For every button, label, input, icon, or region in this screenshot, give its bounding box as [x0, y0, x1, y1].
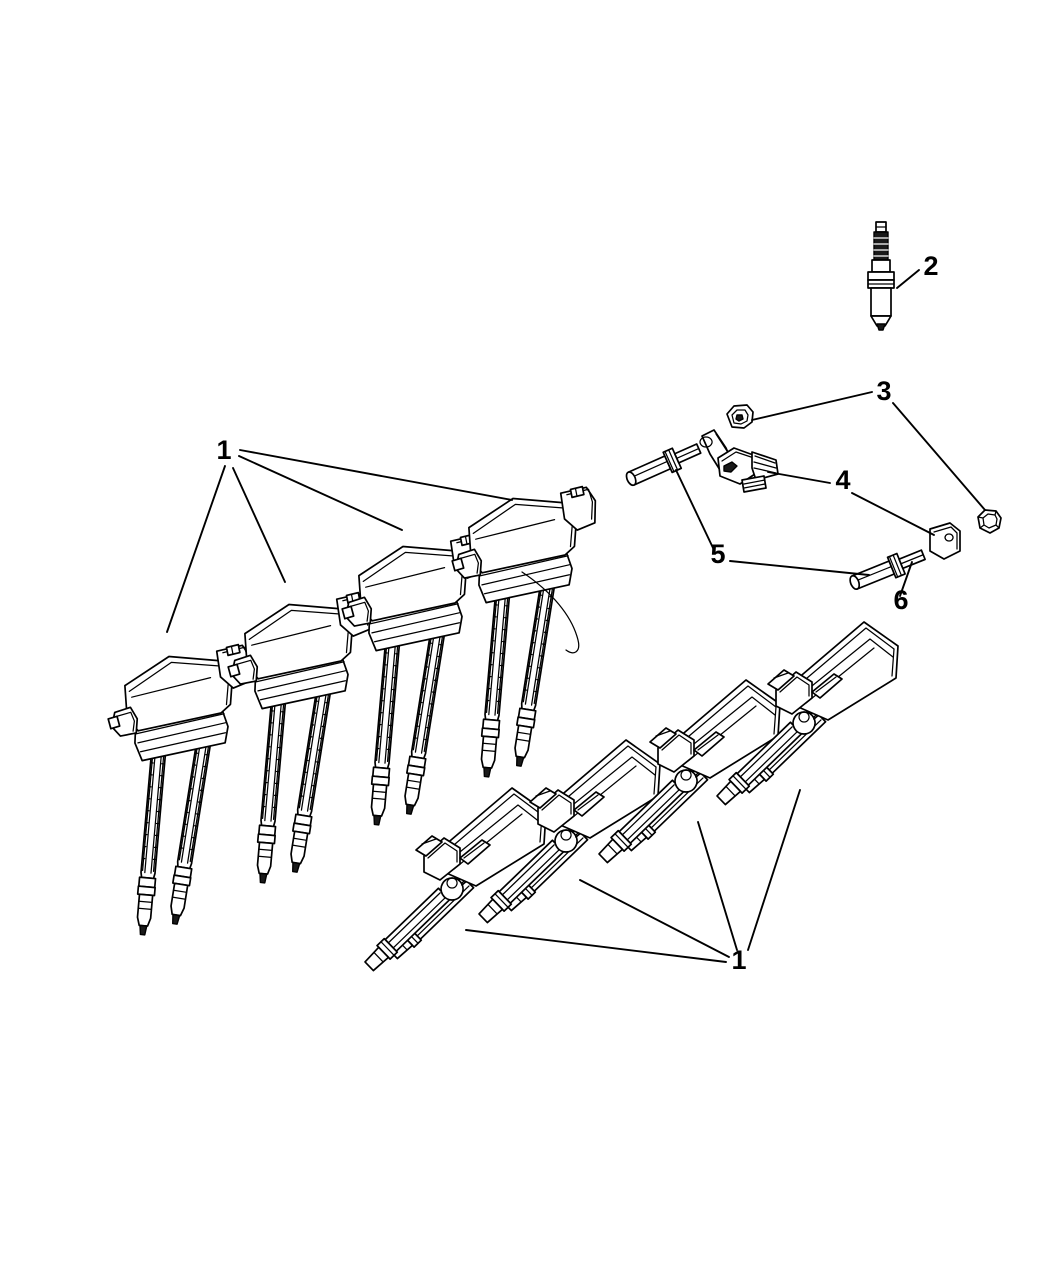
leader-3-a	[751, 391, 873, 421]
callout-3[interactable]: 3	[876, 376, 891, 406]
loose-boot-outline	[521, 571, 580, 654]
callout-1-upper[interactable]: 1	[216, 435, 231, 465]
leader-3-b	[892, 402, 986, 511]
leader-1-upper-b	[232, 467, 286, 583]
ignition-coil-dual-boot[interactable]	[448, 486, 614, 780]
callout-1-lower[interactable]: 1	[731, 945, 746, 975]
leader-4-a	[767, 471, 831, 484]
leader-5-b	[729, 560, 870, 576]
leader-1-lower-b	[579, 879, 730, 958]
leader-6	[899, 561, 913, 597]
nut[interactable]	[977, 509, 1002, 534]
callout-4[interactable]: 4	[835, 465, 850, 495]
leader-lines	[166, 269, 986, 963]
leader-5-a	[675, 469, 715, 551]
leader-1-lower-d	[747, 789, 801, 951]
callout-5[interactable]: 5	[710, 539, 725, 569]
position-sensor[interactable]	[699, 429, 779, 493]
ignition-coil-dual-boot[interactable]	[104, 644, 270, 938]
leader-1-upper-d	[239, 449, 513, 501]
upper-coil-group	[104, 486, 614, 938]
callout-2[interactable]: 2	[923, 251, 938, 281]
leader-4-b	[851, 492, 935, 536]
ignition-coil-dual-boot[interactable]	[224, 592, 390, 886]
position-sensor[interactable]	[929, 522, 961, 560]
leader-1-upper-a	[166, 465, 226, 633]
leader-1-upper-c	[238, 455, 403, 531]
lower-coil-group	[361, 621, 899, 974]
callout-labels: 1 2 3 4 5 6 1	[216, 251, 938, 975]
leader-2	[896, 269, 920, 289]
spark-plug[interactable]	[867, 221, 895, 331]
leader-1-lower-a	[465, 929, 727, 963]
sensor-stud-bolt[interactable]	[847, 545, 928, 595]
sensor-stud-bolt[interactable]	[623, 438, 703, 490]
nut[interactable]	[726, 404, 754, 429]
leader-1-lower-c	[697, 821, 738, 951]
callout-6[interactable]: 6	[893, 585, 908, 615]
